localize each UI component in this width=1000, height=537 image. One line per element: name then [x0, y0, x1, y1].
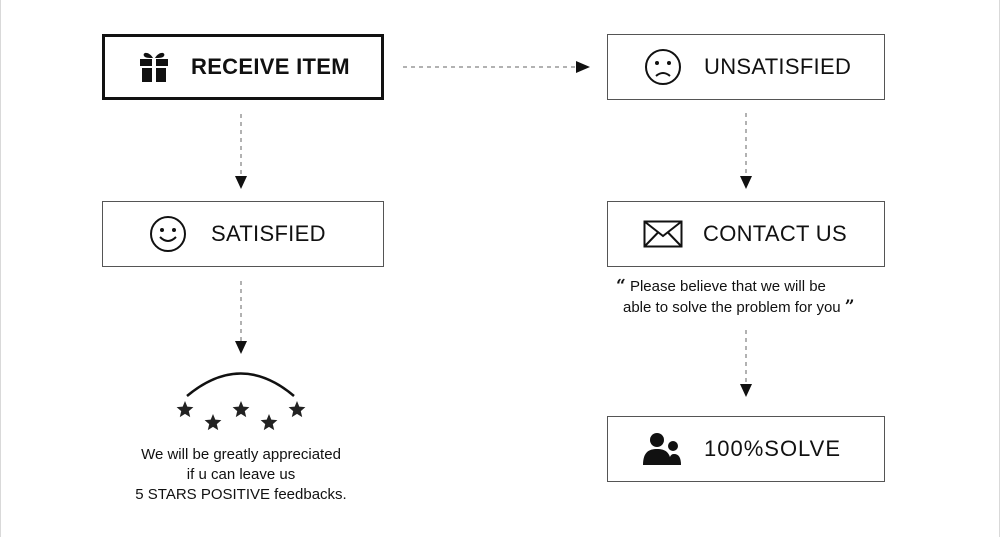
close-quote-mark: ” — [844, 297, 855, 317]
quote-line-2: able to solve the problem for you — [623, 299, 841, 316]
arrowhead-down-satisfied — [235, 176, 247, 189]
sad-face-icon — [645, 49, 681, 85]
contact-us-label: CONTACT US — [703, 221, 847, 246]
receive-item-label: RECEIVE ITEM — [191, 54, 350, 79]
arrowhead-down-contact — [740, 176, 752, 189]
open-quote-mark: “ — [616, 276, 626, 296]
gift-icon — [140, 52, 168, 82]
five-stars-arc-icon — [176, 372, 306, 431]
feedback-note: We will be greatly appreciated if u can … — [100, 445, 382, 505]
solve-box: 100%SOLVE — [607, 416, 885, 482]
quote-line-1: Please believe that we will be — [629, 278, 826, 295]
feedback-line-2: if u can leave us — [186, 466, 296, 483]
satisfied-label: SATISFIED — [211, 221, 326, 246]
reassurance-quote: “ Please believe that we will be able to… — [616, 276, 855, 318]
feedback-line-3: 5 STARS POSITIVE feedbacks. — [135, 486, 347, 503]
star-4 — [260, 414, 278, 431]
smiley-face-icon — [150, 216, 186, 252]
arrowhead-right — [576, 61, 590, 73]
users-icon — [643, 433, 681, 465]
star-3 — [232, 401, 250, 418]
receive-item-box: RECEIVE ITEM — [102, 34, 384, 100]
unsatisfied-box: UNSATISFIED — [607, 34, 885, 100]
star-5 — [288, 401, 306, 418]
contact-us-box: CONTACT US — [607, 201, 885, 267]
envelope-icon — [643, 220, 683, 248]
arrowhead-down-rating — [235, 341, 247, 354]
star-2 — [204, 414, 222, 431]
arrowhead-down-solve — [740, 384, 752, 397]
satisfied-box: SATISFIED — [102, 201, 384, 267]
unsatisfied-label: UNSATISFIED — [704, 54, 852, 79]
left-edge-line — [0, 0, 1, 537]
solve-label: 100%SOLVE — [704, 436, 842, 461]
star-1 — [176, 401, 194, 418]
feedback-line-1: We will be greatly appreciated — [141, 446, 341, 463]
